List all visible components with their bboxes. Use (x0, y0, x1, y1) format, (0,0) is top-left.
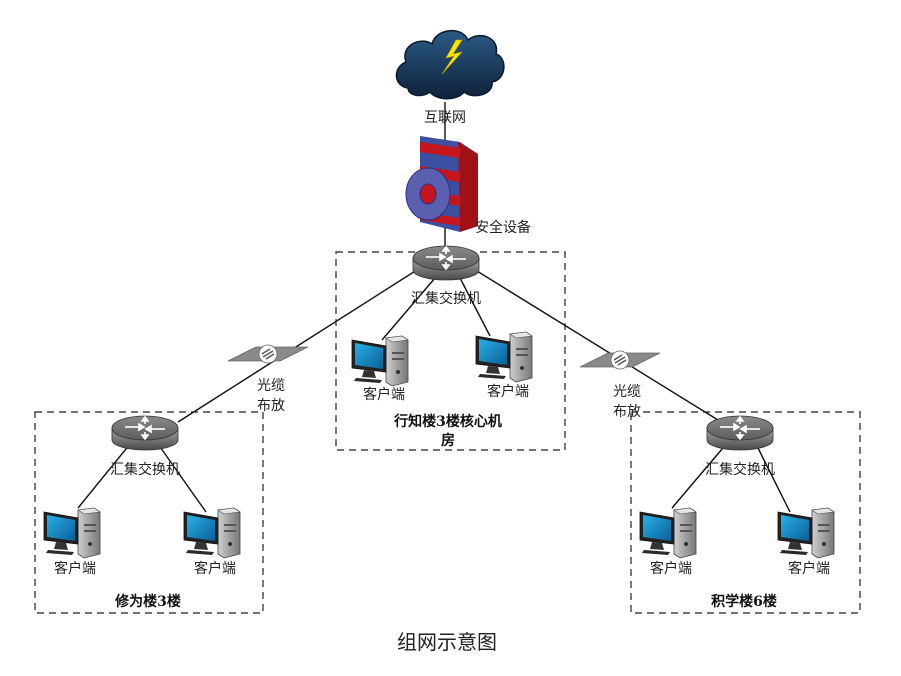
network-links (77, 102, 791, 513)
link-left-client1 (77, 443, 131, 509)
link-left-client2 (157, 443, 207, 513)
zone-right-title: 积学楼6楼 (711, 593, 777, 610)
core-switch-icon (412, 245, 480, 281)
firewall-icon (405, 136, 478, 232)
link-core-right (471, 267, 719, 421)
zone-core-title-line1: 行知楼3楼核心机 (393, 413, 502, 430)
zone-left-box (34, 411, 264, 614)
internet-label: 互联网 (424, 110, 466, 126)
lightning-icon (441, 39, 463, 75)
link-core-client1 (381, 277, 436, 341)
left-switch-label: 汇集交换机 (110, 461, 180, 478)
zone-left-title: 修为楼3楼 (114, 593, 181, 610)
zone-core-title-line2: 房 (441, 432, 455, 449)
fiber-right-icon (579, 350, 661, 370)
right-client2-label: 客户端 (788, 560, 830, 577)
fiber-right-label-line2: 布放 (613, 404, 641, 420)
link-right-client1 (671, 441, 729, 509)
right-client1-pc-icon (639, 507, 697, 559)
right-client2-pc-icon (777, 507, 835, 559)
core-client2-pc-icon (475, 331, 533, 383)
cloud-icon (395, 30, 505, 100)
core-client2-label: 客户端 (487, 383, 529, 400)
core-client1-label: 客户端 (363, 386, 405, 403)
fiber-right-label-line1: 光缆 (613, 384, 641, 400)
left-client1-label: 客户端 (54, 560, 96, 577)
core-client1-pc-icon (351, 335, 409, 387)
fiber-left-label-line2: 布放 (257, 398, 285, 414)
core-switch-label: 汇集交换机 (411, 290, 481, 307)
diagram-caption: 组网示意图 (397, 630, 497, 654)
right-switch-label: 汇集交换机 (705, 461, 775, 478)
left-client2-pc-icon (183, 507, 241, 559)
security-device-label: 安全设备 (475, 219, 531, 236)
right-switch-icon (706, 415, 774, 451)
fiber-left-label-line1: 光缆 (257, 378, 285, 394)
left-switch-icon (111, 415, 179, 451)
right-client1-label: 客户端 (650, 560, 692, 577)
fiber-left-icon (227, 344, 309, 364)
left-client1-pc-icon (43, 507, 101, 559)
link-right-client2 (754, 441, 791, 513)
link-core-client2 (459, 277, 491, 337)
link-core-left (177, 267, 421, 423)
zone-right-box (630, 411, 861, 614)
left-client2-label: 客户端 (194, 560, 236, 577)
